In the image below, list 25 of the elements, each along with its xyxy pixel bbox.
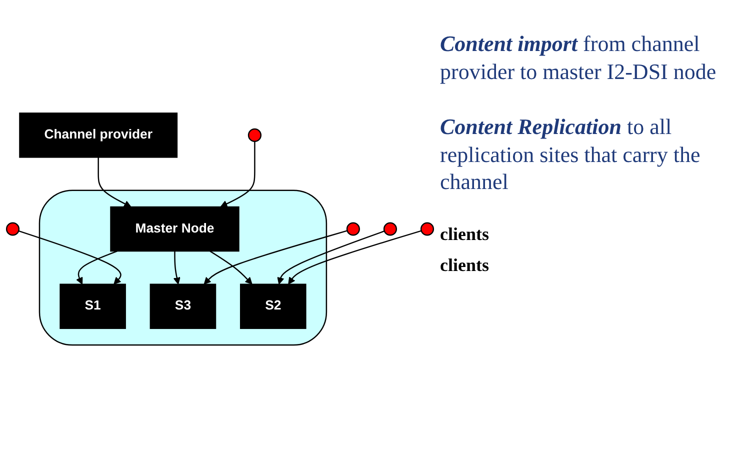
arrow — [210, 250, 252, 284]
cluster — [38, 190, 328, 346]
node-circle — [6, 222, 20, 236]
node-circle — [248, 128, 262, 142]
node-box — [19, 112, 178, 158]
node-box — [240, 284, 306, 329]
note-text: Content Replication to all replication sites that carry the channel — [440, 113, 702, 196]
arrow — [18, 230, 122, 284]
arrow — [204, 230, 348, 284]
node-box — [110, 206, 240, 252]
node-box — [60, 284, 126, 329]
group-label: clients — [440, 254, 490, 276]
arrow — [288, 230, 422, 284]
node-circle — [346, 222, 360, 236]
network-diagram: Channel provider Master Node S1 S3 S2 — [0, 0, 440, 458]
arrow — [220, 141, 256, 208]
node-box — [150, 284, 216, 329]
note-text: Content import from channel provider to master I2-DSI node — [440, 30, 718, 85]
arrow — [173, 251, 180, 284]
group-label: clients — [440, 224, 490, 244]
arrow — [277, 230, 385, 284]
arrow — [76, 250, 118, 284]
arrow — [98, 157, 132, 208]
node-circle — [420, 222, 434, 236]
node-circle — [383, 222, 397, 236]
